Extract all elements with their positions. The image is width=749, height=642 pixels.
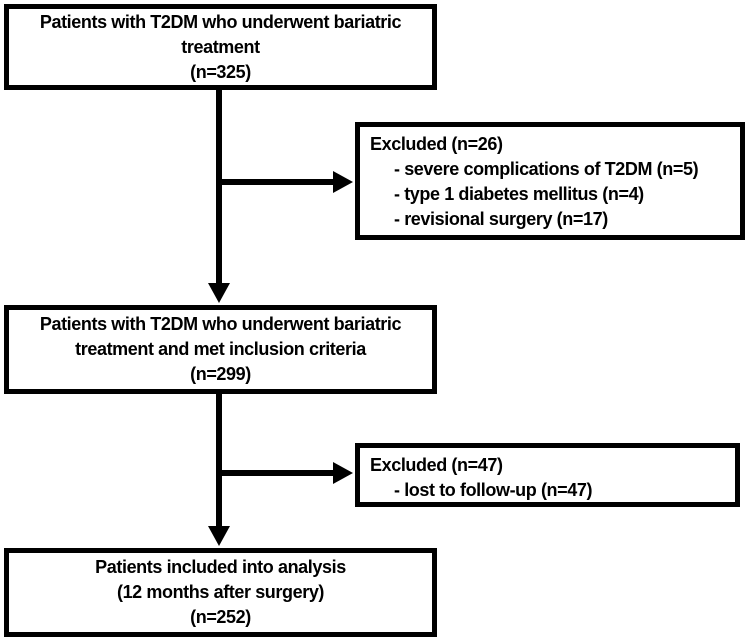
analysis-text-line: (12 months after surgery) [116,582,325,602]
enrollment-text-line: Patients with T2DM who underwent bariatr… [39,11,402,32]
inclusion-count: (n=299) [190,364,251,384]
analysis-text-line: Patients included into analysis [95,557,346,577]
inclusion-box: Patients with T2DM who underwent bariatr… [4,305,437,394]
analysis-box: Patients included into analysis (12 mont… [4,548,437,637]
inclusion-text-line: Patients with T2DM who underwent bariatr… [39,314,402,334]
arrow-inclusion-to-analysis-head [208,526,230,546]
arrow-to-excluded-first-head [333,171,353,193]
excluded-first-reason: - type 1 diabetes mellitus (n=4) [394,184,644,204]
enrollment-box: Patients with T2DM who underwent bariatr… [4,4,437,90]
analysis-count: (n=252) [190,607,251,627]
excluded-second-box: Excluded (n=47) - lost to follow-up (n=4… [355,443,740,507]
arrow-to-excluded-second-head [333,462,353,484]
enrollment-count: (n=325) [190,61,251,82]
excluded-second-title: Excluded (n=47) [370,455,503,475]
excluded-first-reason: - revisional surgery (n=17) [394,209,608,229]
excluded-first-box: Excluded (n=26) - severe complications o… [355,122,745,240]
enrollment-text-line: treatment [181,36,260,57]
arrow-enrollment-to-inclusion-head [208,283,230,303]
inclusion-text-line: treatment and met inclusion criteria [75,339,366,359]
excluded-first-title: Excluded (n=26) [370,134,503,154]
excluded-first-reason: - severe complications of T2DM (n=5) [394,159,699,179]
excluded-second-reason: - lost to follow-up (n=47) [394,480,593,500]
